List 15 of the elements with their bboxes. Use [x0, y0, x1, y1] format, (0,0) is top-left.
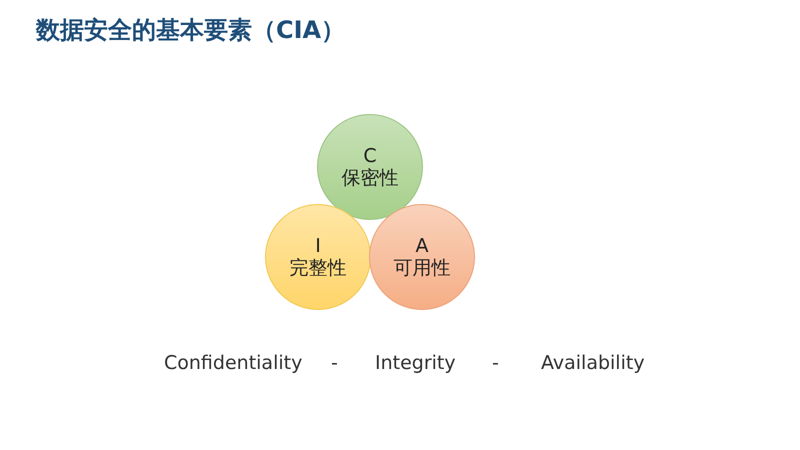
term-label: Availability	[541, 352, 645, 374]
circle-label: 保密性	[340, 167, 400, 189]
letter-label: C	[362, 145, 378, 167]
letter-label: A	[414, 235, 430, 257]
circle-label: 完整性	[288, 257, 348, 279]
circle-node	[265, 204, 371, 310]
term-label: Integrity	[375, 352, 456, 374]
title: 数据安全的基本要素（CIA）	[36, 15, 346, 46]
circle-node	[317, 114, 423, 220]
letter-label: I	[314, 235, 322, 257]
circle-label: 可用性	[392, 257, 452, 279]
term-label: Confidentiality	[164, 352, 302, 374]
term-label: -	[492, 352, 499, 374]
circle-node	[369, 204, 475, 310]
term-label: -	[331, 352, 338, 374]
